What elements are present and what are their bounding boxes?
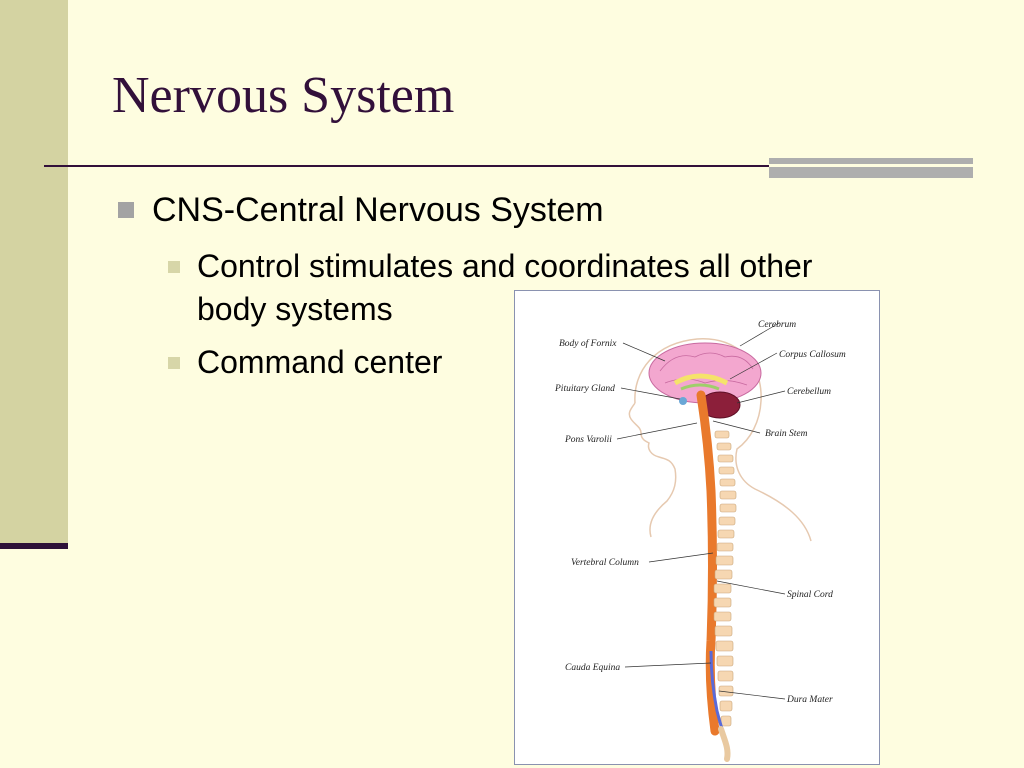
nervous-system-diagram: Cerebrum Body of Fornix Corpus Callosum … — [514, 290, 880, 765]
bullet-cns: CNS-Central Nervous System — [152, 191, 604, 229]
label-cauda-equina: Cauda Equina — [565, 663, 620, 673]
title-divider-accent-gap — [769, 164, 973, 167]
left-accent-bar — [0, 0, 68, 545]
title-divider — [44, 165, 784, 167]
bullet-square-icon — [118, 202, 134, 218]
label-cerebellum: Cerebellum — [787, 387, 831, 397]
sub-bullet-control-line2: body systems — [197, 291, 393, 327]
sub-bullet-square-icon — [168, 261, 180, 273]
label-dura-mater: Dura Mater — [786, 695, 833, 705]
label-corpus-callosum: Corpus Callosum — [779, 350, 846, 360]
title-divider-accent — [769, 158, 973, 178]
label-vertebral-column: Vertebral Column — [571, 558, 639, 568]
slide-title: Nervous System — [112, 67, 455, 124]
label-cerebrum: Cerebrum — [758, 320, 796, 330]
sub-bullet-square-icon — [168, 357, 180, 369]
label-brain-stem: Brain Stem — [765, 429, 808, 439]
label-pituitary-gland: Pituitary Gland — [554, 384, 615, 394]
label-body-of-fornix: Body of Fornix — [559, 338, 617, 349]
label-pons-varolii: Pons Varolii — [564, 435, 612, 445]
sub-bullet-control-line1: Control stimulates and coordinates all o… — [197, 248, 813, 284]
left-accent-bar-base — [0, 543, 68, 549]
nervous-system-illustration: Cerebrum Body of Fornix Corpus Callosum … — [554, 320, 846, 762]
sub-bullet-command-center: Command center — [197, 344, 443, 380]
label-spinal-cord: Spinal Cord — [787, 590, 833, 600]
